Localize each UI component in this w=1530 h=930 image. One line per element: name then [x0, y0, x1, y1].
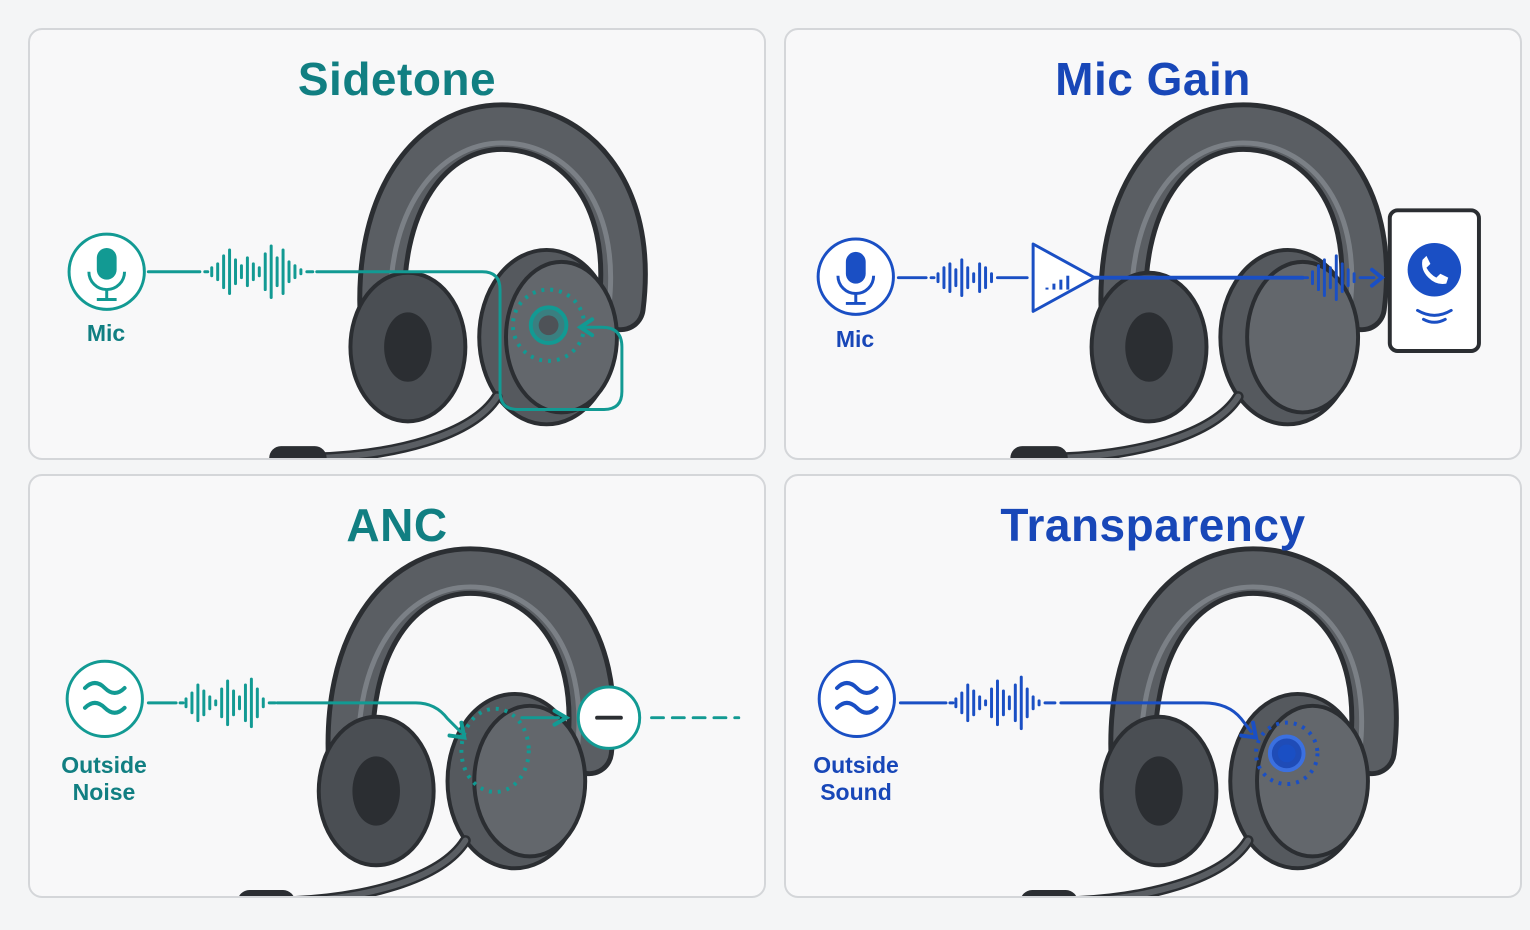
mic-label: Mic [835, 326, 875, 352]
label-line: Outside [61, 752, 147, 778]
panel-title: Sidetone [297, 53, 497, 105]
amplifier-icon [1031, 242, 1097, 313]
headset-illustration [1020, 571, 1374, 896]
outside-noise-label: Outside Noise [44, 752, 164, 806]
audio-signal-path [896, 254, 1386, 301]
audio-signal-path [898, 675, 1259, 740]
speaker-feedback-icon [510, 287, 587, 363]
mic-gain-panel: Mic Gain Mic [784, 28, 1522, 460]
noise-waves-icon [65, 659, 144, 739]
sound-waves-icon [817, 659, 896, 739]
label-line: Sound [820, 779, 892, 805]
label-line: Outside [813, 752, 899, 778]
panel-title: ANC [346, 499, 448, 551]
anc-active-ring-icon [459, 706, 531, 794]
sidetone-panel: Sidetone Mic [28, 28, 766, 460]
transparency-diagram [817, 476, 1520, 896]
transparency-mic-ring-icon [1254, 720, 1320, 787]
microphone-icon [816, 237, 895, 316]
audio-signal-path [146, 677, 741, 740]
minus-circle-icon [576, 685, 642, 750]
anc-panel: ANC Outside Noise [28, 474, 766, 898]
phone-call-icon [1387, 208, 1481, 353]
mic-gain-diagram [816, 30, 1481, 458]
outside-sound-label: Outside Sound [796, 752, 916, 806]
anc-diagram [65, 476, 741, 896]
audio-signal-path [146, 244, 624, 411]
panel-title: Transparency [1000, 499, 1306, 551]
microphone-icon [67, 232, 146, 311]
headset-illustration [238, 571, 592, 896]
mic-label: Mic [86, 320, 126, 346]
transparency-panel: Transparency Outside Sound [784, 474, 1522, 898]
label-line: Noise [72, 779, 136, 805]
panel-title: Mic Gain [1055, 53, 1251, 105]
sidetone-diagram [67, 30, 764, 458]
